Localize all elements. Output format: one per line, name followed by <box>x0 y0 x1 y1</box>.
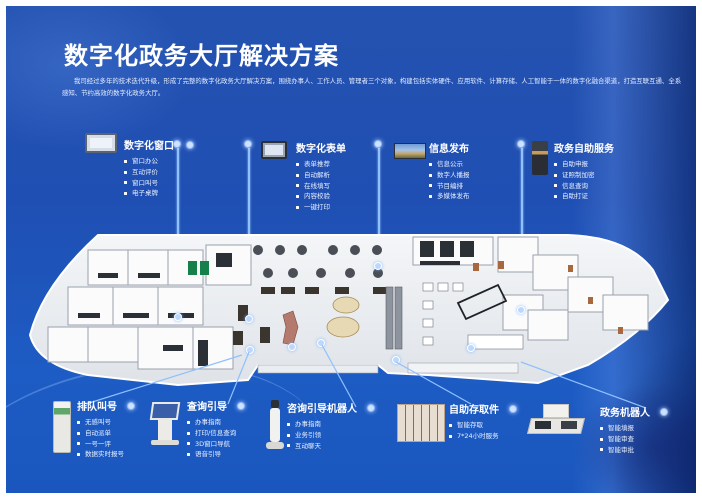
feature-item: 表单推荐 <box>296 159 346 170</box>
feature-item: 互动聊天 <box>287 441 375 452</box>
gov-robot-desk-icon <box>527 404 585 436</box>
window-terminal-icon <box>85 133 117 155</box>
feature-item: 自动解析 <box>296 170 346 181</box>
page-title: 数字化政务大厅解决方案 <box>64 42 339 70</box>
robot-icon <box>266 400 284 450</box>
feature-item: 语音引导 <box>187 449 245 460</box>
feature-item: 办事指南 <box>187 417 245 428</box>
callout-inquiry-guide: 查询引导 办事指南 打印/信息查询 3D窗口导航 语音引导 <box>187 398 245 460</box>
map-pin-self-service[interactable] <box>517 306 525 314</box>
feature-item: 一键打印 <box>296 202 346 213</box>
map-pin-robot[interactable] <box>317 339 325 347</box>
map-pin-inquiry-guide[interactable] <box>246 346 254 354</box>
callout-digital-window: 数字化窗口 窗口办公 互动评价 窗口叫号 电子桌牌 <box>124 137 194 199</box>
feature-item: 内容校验 <box>296 191 346 202</box>
feature-item: 多媒体发布 <box>429 191 470 202</box>
feature-item: 打印/信息查询 <box>187 428 245 439</box>
feature-item: 一号一评 <box>77 439 135 450</box>
callout-title: 政务机器人 <box>600 408 650 419</box>
connector-line <box>521 148 523 308</box>
feature-item: 无感叫号 <box>77 417 135 428</box>
callout-gov-robot: 政务机器人 智能填报 智能审查 智能审批 <box>600 404 668 455</box>
feature-item: 智能审批 <box>600 445 668 456</box>
marker-dot <box>517 140 525 148</box>
marker-dot <box>173 140 181 148</box>
callout-title: 数字化表单 <box>296 144 346 155</box>
floor-plan-illustration <box>28 234 670 387</box>
map-pin-queue[interactable] <box>288 343 296 351</box>
marker-dot <box>186 140 194 149</box>
feature-item: 7*24小时服务 <box>449 431 517 442</box>
feature-item: 智能存取 <box>449 420 517 431</box>
callout-title: 查询引导 <box>187 402 227 413</box>
queue-kiosk-icon <box>53 401 71 453</box>
feature-item: 智能审查 <box>600 434 668 445</box>
marker-dot <box>509 404 517 413</box>
map-pin-locker[interactable] <box>467 344 475 352</box>
feature-item: 3D窗口导航 <box>187 439 245 450</box>
callout-queue: 排队叫号 无感叫号 自动派单 一号一评 数据实时报号 <box>77 398 135 460</box>
feature-item: 窗口办公 <box>124 156 194 167</box>
marker-dot <box>367 403 375 412</box>
callout-robot-guide: 咨询引导机器人 办事指南 业务引领 互动聊天 <box>287 400 375 451</box>
floor-plan <box>28 215 680 390</box>
callout-title: 自助存取件 <box>449 405 499 416</box>
display-screen-icon <box>394 143 426 161</box>
form-tablet-icon <box>261 141 287 161</box>
feature-item: 自助申报 <box>554 159 614 170</box>
marker-dot <box>237 401 245 410</box>
feature-item: 信息公示 <box>429 159 470 170</box>
map-pin-gov-robot[interactable] <box>392 356 400 364</box>
callout-title: 政务自助服务 <box>554 144 614 155</box>
self-service-kiosk-icon <box>532 141 548 175</box>
feature-item: 自助打证 <box>554 191 614 202</box>
callout-info-release: 信息发布 信息公示 数字人播报 节目编排 多媒体发布 <box>429 140 470 202</box>
callout-self-service: 政务自助服务 自助申报 证照制加密 信息查询 自助打证 <box>554 140 614 202</box>
feature-item: 办事指南 <box>287 419 375 430</box>
intro-paragraph: 我司经过多年的技术迭代升级，形成了完整的数字化政务大厅解决方案，围绕办事人、工作… <box>62 77 682 97</box>
feature-item: 自动派单 <box>77 428 135 439</box>
marker-dot <box>127 401 135 410</box>
map-pin-digital-form[interactable] <box>245 315 253 323</box>
marker-dot <box>660 407 668 416</box>
feature-item: 信息查询 <box>554 181 614 192</box>
feature-item: 窗口叫号 <box>124 178 194 189</box>
connector-line <box>378 148 380 270</box>
feature-item: 互动评价 <box>124 167 194 178</box>
marker-dot <box>374 140 382 148</box>
callout-title: 排队叫号 <box>77 402 117 413</box>
feature-item: 证照制加密 <box>554 170 614 181</box>
map-pin-digital-window[interactable] <box>174 313 182 321</box>
callout-title: 数字化窗口 <box>124 141 174 152</box>
feature-item: 智能填报 <box>600 423 668 434</box>
callout-title: 咨询引导机器人 <box>287 404 357 415</box>
feature-item: 业务引领 <box>287 430 375 441</box>
callout-title: 信息发布 <box>429 144 469 155</box>
map-pin-info-release[interactable] <box>374 262 382 270</box>
inquiry-kiosk-icon <box>149 402 181 446</box>
feature-item: 数字人播报 <box>429 170 470 181</box>
locker-cabinet-icon <box>397 404 445 442</box>
callout-digital-form: 数字化表单 表单推荐 自动解析 在线填写 内容校验 一键打印 <box>296 140 346 213</box>
poster-card: 数字化政务大厅解决方案 我司经过多年的技术迭代升级，形成了完整的数字化政务大厅解… <box>6 6 696 493</box>
feature-item: 电子桌牌 <box>124 188 194 199</box>
callout-locker: 自助存取件 智能存取 7*24小时服务 <box>449 401 517 442</box>
feature-item: 节目编排 <box>429 181 470 192</box>
feature-item: 数据实时报号 <box>77 449 135 460</box>
marker-dot <box>244 140 252 148</box>
feature-item: 在线填写 <box>296 181 346 192</box>
